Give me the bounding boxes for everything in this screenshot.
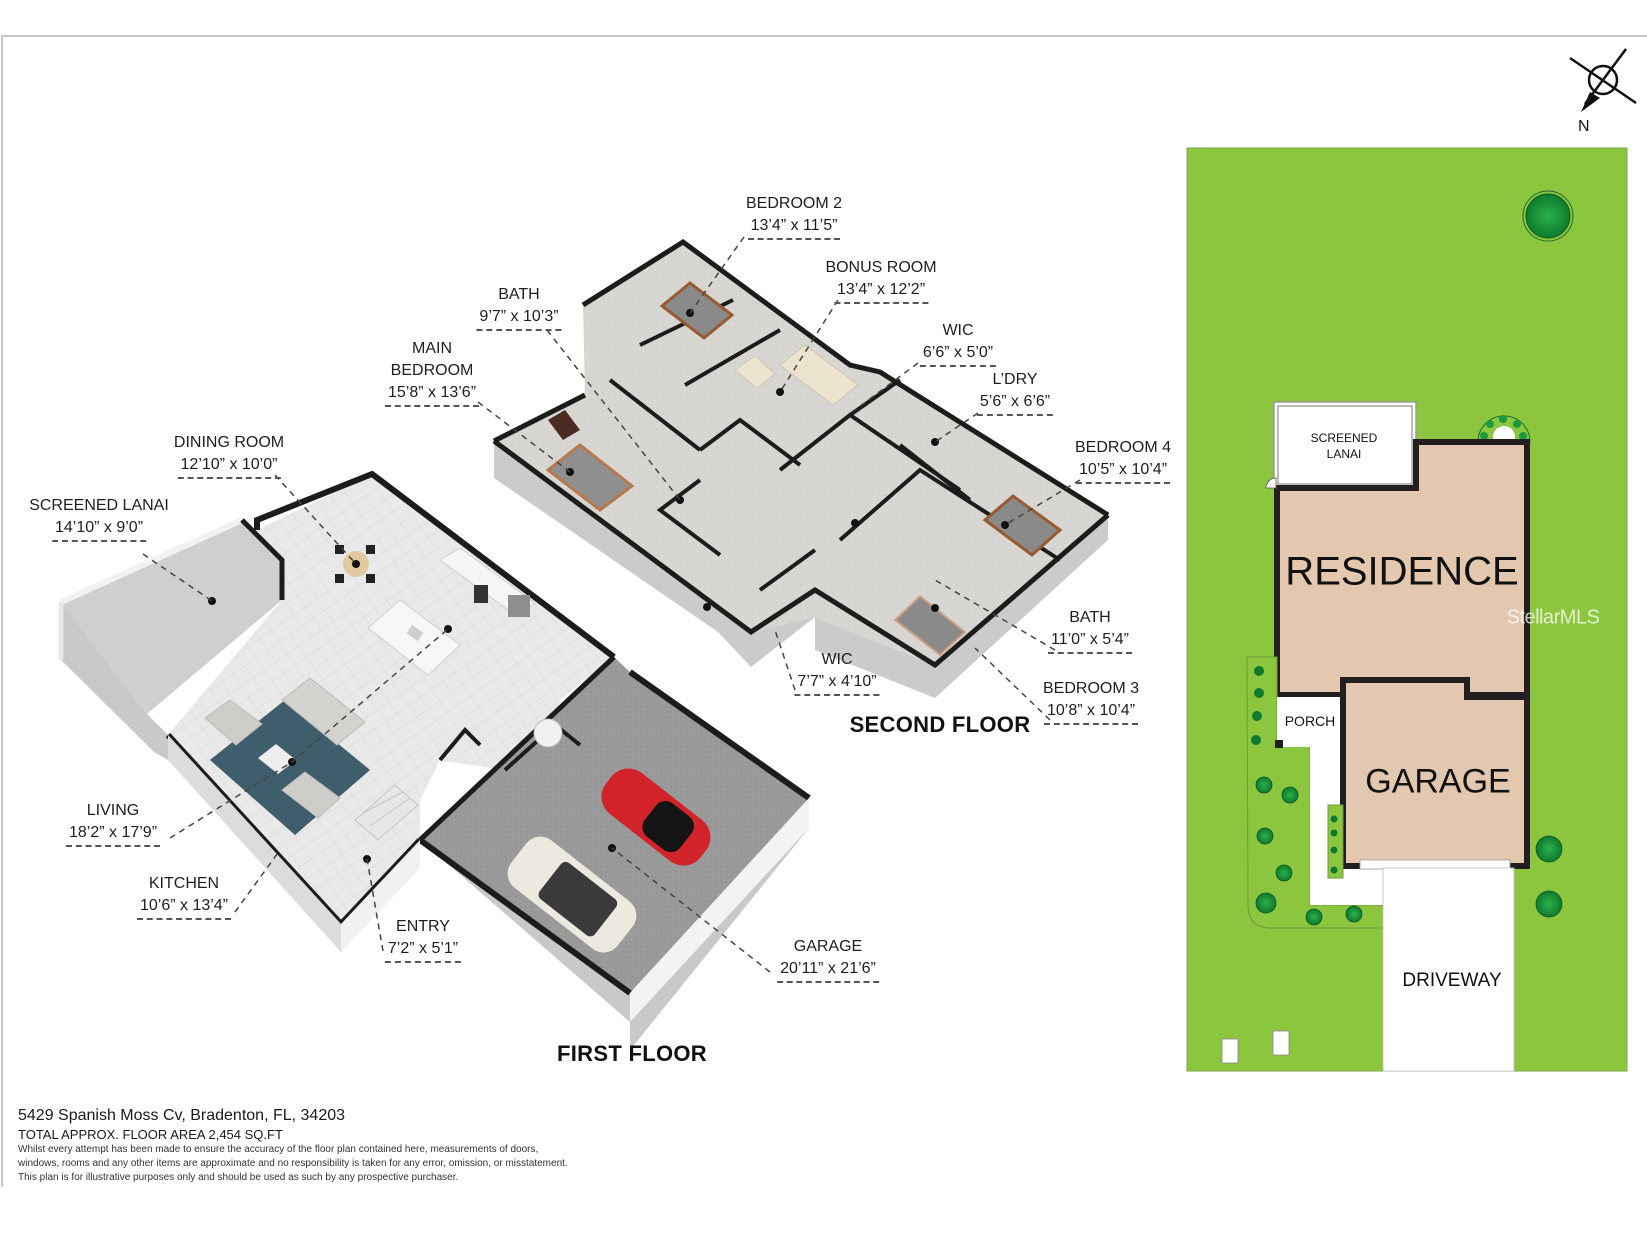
site-label-porch: PORCH (1284, 713, 1336, 729)
room-name: BEDROOM 2 (745, 195, 843, 212)
room-label-bath-main: BATH 9’7” x 10’3” (476, 284, 562, 331)
room-name: KITCHEN (148, 875, 220, 892)
room-dimensions: 13’4” x 12’2” (833, 279, 929, 304)
site-driveway (1382, 867, 1515, 1072)
room-dimensions: 20’11” x 21’6” (777, 958, 879, 983)
white-car (507, 836, 637, 953)
stellarmls-watermark: StellarMLS (1506, 606, 1600, 629)
room-label-main-bedroom: MAIN BEDROOM 15’8” x 13’6” (384, 338, 480, 407)
room-label-dining-room: DINING ROOM 12’10” x 10’0” (174, 432, 284, 479)
room-label-wic-lower: WIC 7’7” x 4’10” (794, 649, 880, 696)
bed-main-bedroom (545, 443, 635, 512)
disclaimer-line-1: Whilst every attempt has been made to en… (18, 1144, 539, 1155)
room-label-wic-upper: WIC 6’6” x 5’0” (919, 320, 997, 367)
room-label-kitchen: KITCHEN 10’6” x 13’4” (136, 873, 232, 920)
first-floor-exterior-wall (254, 470, 616, 660)
room-label-garage: GARAGE 20’11” x 21’6” (777, 936, 879, 983)
second-floor-plan (477, 236, 1110, 721)
bed-bedroom-4 (982, 494, 1063, 557)
room-dimensions: 10’8” x 10’4” (1043, 700, 1139, 725)
room-dimensions: 10’6” x 13’4” (136, 895, 232, 920)
room-name: MAIN (411, 340, 452, 357)
site-label-garage: GARAGE (1365, 762, 1511, 801)
site-label-residence: RESIDENCE (1285, 549, 1519, 594)
room-dimensions: 6’6” x 5’0” (919, 342, 997, 367)
staircase (354, 784, 419, 841)
second-floor-title: SECOND FLOOR (849, 712, 1031, 737)
north-arrow-icon (1569, 48, 1637, 112)
disclaimer-line-3: This plan is for illustrative purposes o… (18, 1172, 459, 1183)
room-name: BATH (498, 286, 540, 303)
disclaimer-line-2: windows, rooms and any other items are a… (18, 1158, 568, 1169)
site-porch (1277, 697, 1343, 905)
site-label-driveway: DRIVEWAY (1402, 970, 1502, 991)
room-name: BONUS ROOM (825, 259, 937, 276)
first-floor-plan (58, 470, 811, 1050)
tree-icon (1525, 193, 1571, 239)
room-dimensions: 11’0” x 5’4” (1048, 629, 1132, 654)
sofa (281, 677, 366, 746)
water-heater (533, 718, 563, 748)
compass-north-label: N (1578, 118, 1590, 135)
room-label-screened-lanai: SCREENED LANAI 14’10” x 9’0” (29, 495, 169, 542)
armchair (734, 355, 776, 389)
dresser (548, 410, 580, 440)
room-label-bedroom-3: BEDROOM 3 10’8” x 10’4” (1043, 678, 1139, 725)
room-label-bedroom-4: BEDROOM 4 10’5” x 10’4” (1075, 437, 1171, 484)
room-label-bonus-room: BONUS ROOM 13’4” x 12’2” (825, 257, 937, 304)
bed-bedroom-2 (659, 281, 735, 340)
room-dimensions: 14’10” x 9’0” (51, 517, 147, 542)
room-dimensions: 15’8” x 13’6” (384, 382, 480, 407)
room-dimensions: 12’10” x 10’0” (177, 454, 281, 479)
room-dimensions: 7’7” x 4’10” (794, 671, 880, 696)
room-name: LIVING (86, 802, 140, 819)
room-dimensions: 18’2” x 17’9” (65, 822, 161, 847)
room-label-bath-2: BATH 11’0” x 5’4” (1048, 607, 1132, 654)
sofa (204, 699, 263, 746)
room-name: BATH (1069, 609, 1111, 626)
site-screened-lanai (1273, 401, 1417, 489)
footer-info: 5429 Spanish Moss Cv, Bradenton, FL, 342… (18, 1106, 568, 1185)
room-dimensions: 7’2” x 5’1” (384, 938, 462, 963)
room-name: DINING ROOM (173, 434, 285, 451)
room-dimensions: 9’7” x 10’3” (476, 306, 562, 331)
room-name: WIC (821, 651, 853, 668)
room-dimensions: 13’4” x 11’5” (747, 215, 841, 240)
room-name: GARAGE (793, 938, 863, 955)
first-floor-leader-lines (142, 474, 771, 973)
room-label-laundry: L’DRY 5’6” x 6’6” (976, 369, 1054, 416)
room-name: ENTRY (396, 918, 450, 935)
second-floor-leader-lines (477, 236, 1081, 721)
room-label-living: LIVING 18’2” x 17’9” (65, 800, 161, 847)
room-name: SCREENED LANAI (29, 497, 169, 514)
site-label-screened-lanai: SCREENED LANAI (1310, 431, 1378, 461)
first-floor-title: FIRST FLOOR (557, 1041, 707, 1066)
room-name: WIC (942, 322, 974, 339)
screened-lanai-floor (61, 520, 282, 714)
red-car (601, 768, 711, 866)
coffee-table (258, 744, 296, 774)
page-frame (1, 35, 1647, 1187)
room-name: BEDROOM (390, 362, 474, 379)
room-name: BEDROOM 4 (1074, 439, 1172, 456)
room-label-bedroom-2: BEDROOM 2 13’4” x 11’5” (746, 193, 842, 240)
sofa (281, 771, 341, 819)
room-dimensions: 5’6” x 6’6” (976, 391, 1054, 416)
room-label-entry: ENTRY 7’2” x 5’1” (384, 916, 462, 963)
room-name: L’DRY (992, 371, 1038, 388)
room-dimensions: 10’5” x 10’4” (1075, 459, 1171, 484)
bed-bedroom-3 (893, 594, 967, 657)
room-name: BEDROOM 3 (1042, 680, 1140, 697)
property-address: 5429 Spanish Moss Cv, Bradenton, FL, 342… (18, 1107, 346, 1124)
site-plan (1186, 147, 1628, 1072)
total-floor-area: TOTAL APPROX. FLOOR AREA 2,454 SQ.FT (18, 1127, 283, 1142)
